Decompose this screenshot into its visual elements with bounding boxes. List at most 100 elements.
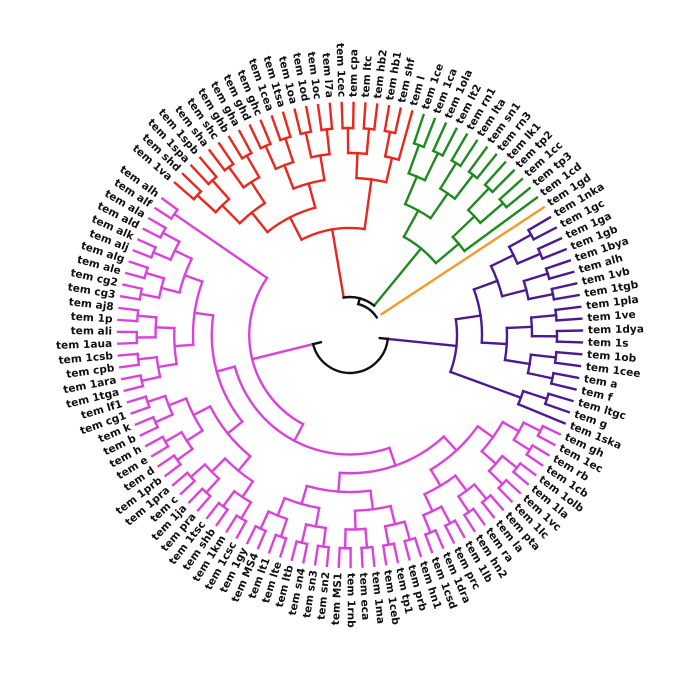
clade-stem [372, 246, 423, 308]
branch-segment [475, 153, 498, 180]
branch-segment [480, 500, 496, 519]
branch-segment [387, 446, 398, 468]
branch-segment [371, 545, 376, 568]
branch-segment [248, 124, 263, 150]
branch-segment [325, 127, 331, 156]
leaf-label: tem eca [357, 572, 372, 620]
branch-segment [153, 412, 175, 424]
branch-segment [552, 371, 580, 380]
branch-segment [281, 111, 292, 139]
leaf-label: tem MS1 [330, 572, 345, 625]
branch-segment [142, 227, 162, 240]
branch-segment [245, 153, 261, 179]
branch-segment [147, 216, 168, 230]
leaf-label: tem 1p [70, 311, 113, 326]
branch-segment [196, 494, 213, 513]
branch-segment [553, 361, 582, 368]
branch-segment [554, 350, 583, 356]
branch-segment [505, 325, 534, 330]
branch-arc [233, 365, 391, 456]
branch-segment [328, 102, 334, 131]
branch-segment [529, 353, 558, 359]
branch-segment [549, 382, 577, 391]
branch-segment [282, 163, 295, 191]
leaf-label: tem sn2 [316, 571, 333, 620]
branch-segment [555, 317, 583, 322]
branch-segment [384, 156, 394, 184]
branch-segment [550, 281, 578, 291]
branch-segment [185, 428, 205, 443]
clade-stem [330, 228, 346, 299]
branch-segment [136, 238, 158, 249]
branch-segment [316, 103, 323, 132]
branch-segment [245, 524, 258, 545]
branch-segment [256, 529, 268, 550]
branch-segment [304, 131, 313, 159]
clade-stem [380, 205, 546, 316]
branch-segment [204, 476, 221, 495]
branch-segment [340, 101, 344, 130]
root-arc [311, 337, 390, 375]
branch-segment [304, 105, 313, 134]
branch-segment [453, 173, 475, 201]
branch-segment [117, 318, 139, 323]
branch-segment [215, 507, 230, 527]
branch-segment [552, 293, 580, 301]
branch-segment [433, 528, 445, 550]
branch-segment [259, 509, 271, 531]
branch-segment [516, 402, 567, 425]
branch-segment [440, 127, 458, 158]
branch-segment [302, 542, 309, 564]
branch-segment [300, 484, 309, 506]
branch-segment [175, 447, 195, 462]
leaf-label: tem 1ob [587, 349, 637, 365]
branch-segment [264, 144, 278, 171]
branch-segment [393, 107, 403, 135]
branch-segment [364, 527, 369, 549]
branch-segment [225, 419, 244, 436]
branch-segment [267, 533, 278, 555]
branch-segment [193, 311, 215, 317]
branch-segment [458, 139, 479, 168]
branch-segment [279, 517, 289, 539]
root-segment [378, 336, 390, 341]
branch-segment [116, 341, 139, 345]
branch-segment [472, 482, 489, 501]
branch-segment [536, 434, 557, 447]
branch-segment [543, 402, 571, 414]
branch-segment [456, 494, 471, 514]
branch-segment [325, 545, 331, 568]
branch-segment [167, 397, 188, 407]
branch-segment [153, 206, 173, 221]
branch-segment [118, 363, 141, 369]
leaf-label: tem 1dya [588, 323, 644, 336]
branch-segment [139, 425, 160, 437]
branch-segment [220, 203, 242, 225]
branch-segment [236, 454, 252, 473]
branch-segment [150, 444, 170, 458]
branch-segment [403, 539, 411, 561]
branch-segment [313, 544, 320, 566]
leaf-label: tem 1s [588, 337, 629, 350]
branch-segment [207, 148, 227, 172]
branch-segment [507, 233, 533, 249]
branch-segment [314, 506, 321, 528]
branch-segment [318, 154, 326, 182]
branch-segment [156, 453, 176, 468]
branch-segment [478, 201, 505, 225]
branch-segment [451, 214, 477, 239]
branch-segment [489, 253, 516, 268]
branch-segment [518, 461, 537, 477]
branch-segment [381, 544, 388, 566]
branch-segment [531, 226, 558, 241]
branch-segment [501, 420, 521, 433]
branch-segment [215, 365, 237, 374]
branch-segment [173, 181, 196, 201]
leaf-label: tem l7a [319, 52, 335, 98]
branch-segment [530, 443, 551, 457]
branch-segment [360, 546, 364, 568]
leaf-label: tem ali [71, 325, 113, 338]
branch-segment [522, 272, 550, 283]
